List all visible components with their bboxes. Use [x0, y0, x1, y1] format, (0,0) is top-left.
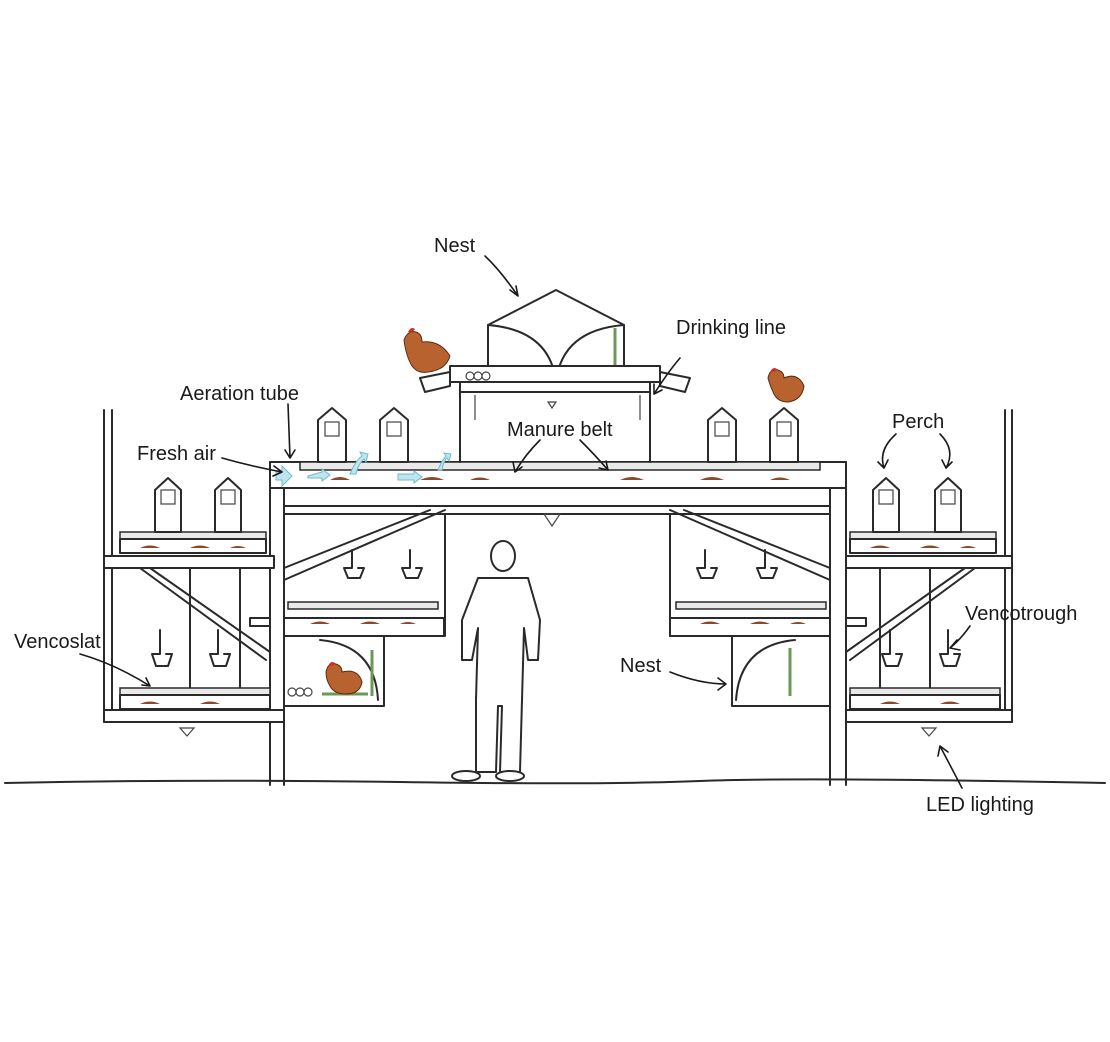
hen-top-right [767, 368, 805, 403]
label-manure-belt: Manure belt [507, 419, 613, 441]
manure-belt [299, 461, 821, 471]
upper-perches [317, 407, 799, 463]
label-drinking-line: Drinking line [676, 317, 786, 339]
right-block [845, 409, 1013, 737]
label-fresh-air: Fresh air [137, 443, 216, 465]
ground-line [4, 778, 1106, 785]
callout-arrows [79, 255, 971, 789]
upper-tier [269, 461, 847, 786]
label-vencoslat: Vencoslat [14, 631, 101, 653]
label-nest-lower: Nest [620, 655, 662, 677]
center-lower [283, 509, 831, 707]
label-nest-top: Nest [434, 235, 476, 257]
label-aeration-tube: Aeration tube [180, 383, 299, 405]
label-perch: Perch [892, 411, 944, 433]
aeration-airflow [275, 451, 452, 488]
label-led-lighting: LED lighting [926, 794, 1034, 816]
label-vencotrough: Vencotrough [965, 603, 1077, 625]
top-nest [419, 289, 691, 463]
person-figure [451, 540, 541, 782]
hen-top-left [403, 328, 451, 373]
left-block [103, 409, 285, 737]
hen-in-nest [325, 662, 363, 695]
